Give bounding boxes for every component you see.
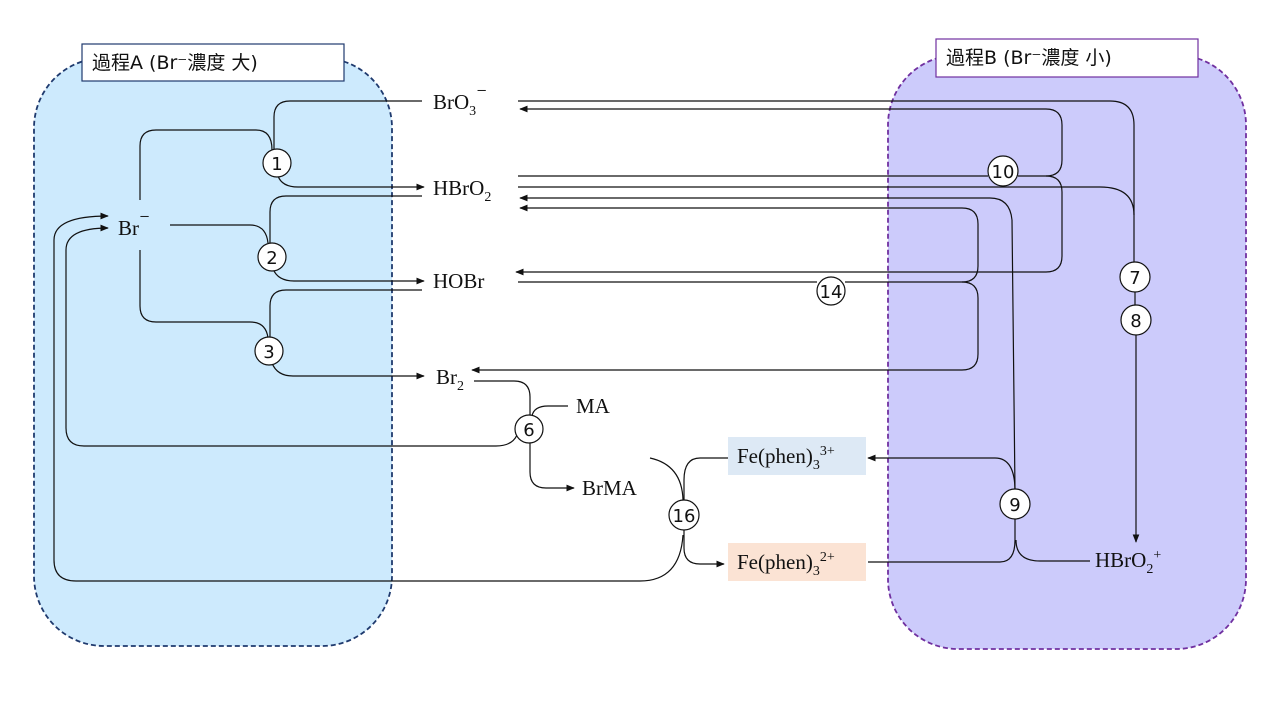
step-6-circle	[514, 414, 544, 444]
region-b-box	[887, 54, 1247, 650]
step-14-circle	[816, 276, 846, 306]
region-b: 過程B (Br⁻濃度 小)	[887, 38, 1247, 650]
wire-hbro2-to-step7	[518, 186, 1135, 216]
step-8-label: 8	[1130, 311, 1141, 332]
wire-step6-to-brma	[529, 442, 575, 492]
step-8: 8	[1120, 304, 1152, 336]
species-brma: BrMA	[582, 476, 638, 500]
fe2-highlight	[728, 543, 866, 581]
wire-fe2-to-step9	[868, 518, 1016, 563]
step-2-label: 2	[266, 248, 277, 269]
step-2: 2	[257, 242, 287, 272]
region-a-box	[33, 57, 393, 647]
wire-fe3-to-step16	[683, 457, 728, 500]
step-2-circle	[257, 242, 287, 272]
wire-bro3-to-step1	[273, 100, 422, 152]
step-9-circle	[999, 488, 1031, 520]
wire-step9-to-hbro2	[519, 194, 1016, 492]
step-16-circle	[668, 499, 700, 531]
region-a-label: 過程A (Br⁻濃度 大)	[92, 52, 258, 74]
step-3: 3	[254, 336, 284, 366]
wire-hobr-to-step3	[269, 289, 422, 338]
species-ma: MA	[576, 394, 611, 418]
step-9: 9	[999, 488, 1031, 520]
wire-hbro2plus-to-step9	[1015, 539, 1090, 562]
wire-hbro2-to-step2	[269, 195, 422, 245]
step-14-label: 14	[820, 282, 843, 303]
step-1: 1	[262, 148, 292, 178]
wire-br-to-step1	[139, 129, 273, 200]
step-8-circle	[1120, 304, 1152, 336]
fe3-highlight	[728, 437, 866, 475]
wire-step1-to-hbro2	[277, 175, 425, 191]
wire-step16-to-fe2	[683, 530, 725, 568]
species-hbro2: HBrO2	[433, 176, 491, 205]
step-6-label: 6	[523, 420, 534, 441]
species-fe3: Fe(phen)33+	[737, 444, 835, 473]
step-7: 7	[1119, 261, 1151, 293]
step-3-circle	[254, 336, 284, 366]
step-6: 6	[514, 414, 544, 444]
process-a-wires	[53, 100, 728, 582]
species-br2: Br2	[436, 365, 464, 394]
species-fe2: Fe(phen)32+	[737, 550, 835, 579]
region-a: 過程A (Br⁻濃度 大)	[33, 43, 393, 647]
wire-ma-to-step6	[531, 405, 568, 417]
step-14: 14	[816, 276, 846, 306]
wire-bro3-to-step7	[518, 100, 1135, 264]
wire-brma-to-step16	[649, 457, 684, 501]
step-1-circle	[262, 148, 292, 178]
region-b-label: 過程B (Br⁻濃度 小)	[946, 47, 1112, 69]
process-b-wires	[471, 100, 1140, 563]
wire-step14-to-br2	[471, 281, 979, 374]
step-10: 10	[987, 155, 1019, 187]
step-1-label: 1	[271, 154, 282, 175]
step-7-circle	[1119, 261, 1151, 293]
step-16: 16	[668, 499, 700, 531]
species-br-minus: Br⁻	[118, 208, 150, 240]
step-9-label: 9	[1009, 495, 1020, 516]
wire-step10-to-hobr	[515, 175, 1063, 276]
step-3-label: 3	[263, 342, 274, 363]
wire-step16-to-br	[53, 212, 684, 582]
wire-step9-to-fe3	[867, 454, 1016, 492]
wire-br2-to-step6	[474, 380, 531, 416]
wire-br-to-step3	[139, 250, 269, 339]
wire-step14-to-hbro2	[519, 204, 979, 283]
species-bro3: BrO3⁻	[433, 82, 487, 119]
species-hbro2-plus: HBrO2+	[1095, 548, 1161, 577]
region-a-label-box	[81, 43, 345, 82]
wire-step6-to-br	[65, 224, 518, 447]
wire-step10-to-bro3	[519, 105, 1063, 177]
wire-step3-to-br2	[271, 362, 425, 380]
region-b-label-box	[935, 38, 1199, 78]
wire-br-to-step2	[170, 224, 269, 244]
step-10-label: 10	[992, 162, 1015, 183]
step-7-label: 7	[1129, 268, 1140, 289]
step-10-circle	[987, 155, 1019, 187]
species-hobr: HOBr	[433, 269, 484, 293]
step-16-label: 16	[673, 506, 696, 527]
